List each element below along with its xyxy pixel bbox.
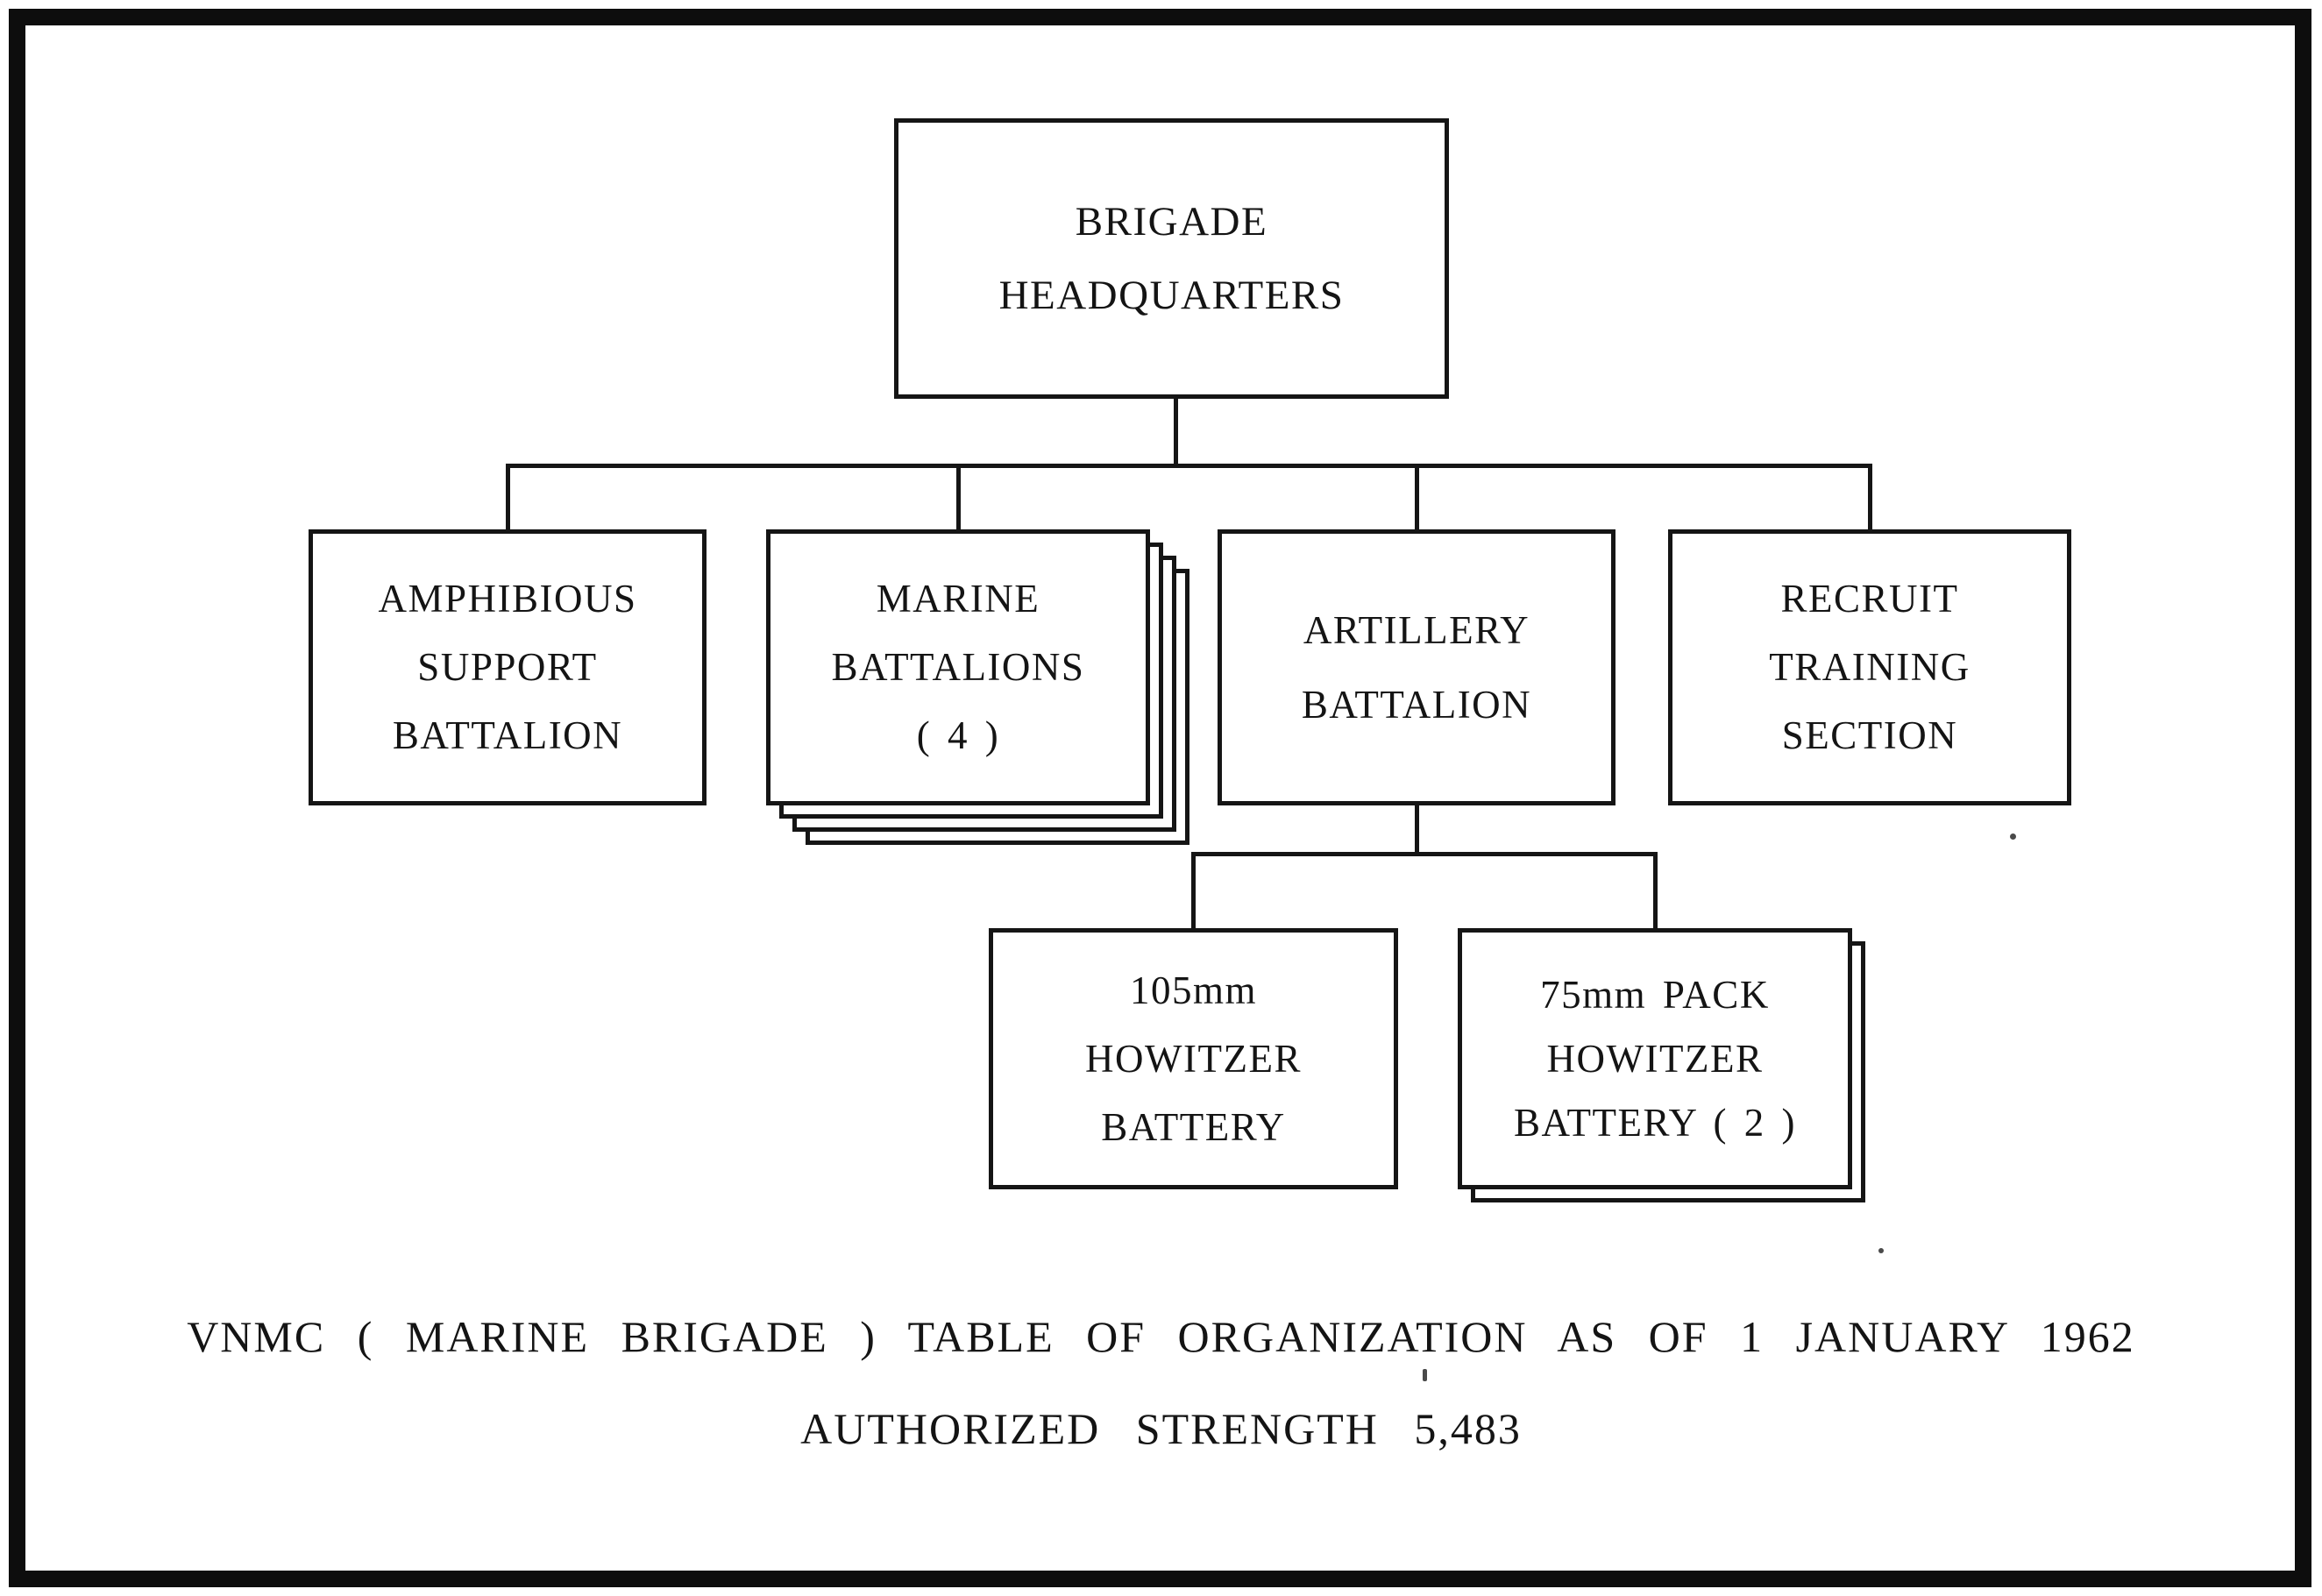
node-brigade-headquarters: BRIGADE HEADQUARTERS bbox=[894, 118, 1449, 399]
node-label-line: 75mm PACK bbox=[1540, 972, 1770, 1017]
node-label-line: SECTION bbox=[1781, 713, 1958, 757]
scan-speck bbox=[2010, 833, 2016, 840]
node-label-line: BATTALIONS bbox=[831, 645, 1085, 689]
connector-drop-105mm bbox=[1191, 852, 1196, 931]
node-label-line: ( 4 ) bbox=[916, 713, 1000, 757]
node-label-line: BRIGADE bbox=[1075, 198, 1268, 245]
connector-drop-amphibious bbox=[506, 464, 510, 532]
node-label-line: BATTALION bbox=[1301, 682, 1532, 727]
node-label-line: ARTILLERY bbox=[1303, 607, 1530, 652]
scan-speck bbox=[1423, 1369, 1427, 1381]
node-amphibious-support-battalion: AMPHIBIOUS SUPPORT BATTALION bbox=[309, 529, 707, 805]
diagram-caption: VNMC ( MARINE BRIGADE ) TABLE OF ORGANIZ… bbox=[0, 1315, 2322, 1451]
connector-top-horizontal bbox=[506, 464, 1872, 468]
node-label-line: 105mm bbox=[1129, 968, 1257, 1012]
node-label-line: RECRUIT bbox=[1780, 577, 1959, 621]
node-marine-battalions: MARINE BATTALIONS ( 4 ) bbox=[766, 529, 1150, 805]
node-label-line: HEADQUARTERS bbox=[998, 272, 1345, 318]
node-recruit-training-section: RECRUIT TRAINING SECTION bbox=[1668, 529, 2071, 805]
caption-line-2: AUTHORIZED STRENGTH 5,483 bbox=[800, 1404, 1522, 1453]
node-label-line: BATTERY bbox=[1101, 1104, 1286, 1149]
node-75mm-pack-howitzer-battery: 75mm PACK HOWITZER BATTERY ( 2 ) bbox=[1458, 928, 1852, 1189]
node-label-line: MARINE bbox=[876, 577, 1040, 621]
connector-bottom-horizontal bbox=[1191, 852, 1658, 856]
node-label-line: SUPPORT bbox=[417, 645, 598, 689]
node-label-line: HOWITZER bbox=[1546, 1036, 1764, 1081]
connector-hq-drop bbox=[1174, 394, 1178, 467]
connector-artillery-drop bbox=[1415, 802, 1419, 856]
caption-line-1: VNMC ( MARINE BRIGADE ) TABLE OF ORGANIZ… bbox=[187, 1312, 2135, 1361]
connector-drop-75mm bbox=[1653, 852, 1658, 931]
node-105mm-howitzer-battery: 105mm HOWITZER BATTERY bbox=[989, 928, 1398, 1189]
page-border-frame bbox=[9, 9, 2311, 1587]
node-label-line: HOWITZER bbox=[1085, 1036, 1302, 1081]
node-label-line: AMPHIBIOUS bbox=[378, 577, 637, 621]
node-label-line: BATTERY ( 2 ) bbox=[1513, 1100, 1797, 1145]
scan-speck bbox=[1878, 1248, 1884, 1253]
node-label-line: TRAINING bbox=[1769, 645, 1971, 689]
connector-drop-recruit bbox=[1868, 464, 1872, 532]
node-artillery-battalion: ARTILLERY BATTALION bbox=[1218, 529, 1615, 805]
connector-drop-marine bbox=[956, 464, 961, 532]
connector-drop-artillery bbox=[1415, 464, 1419, 532]
node-label-line: BATTALION bbox=[392, 713, 623, 757]
